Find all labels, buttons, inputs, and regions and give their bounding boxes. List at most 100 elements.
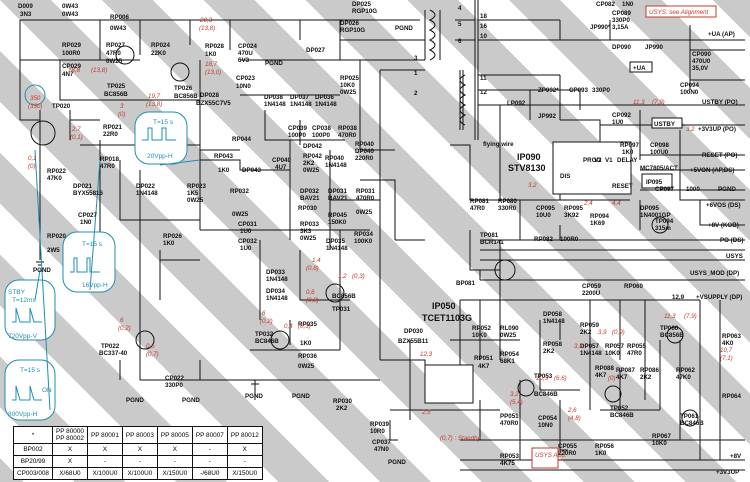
v-10-3: 10,3 [536, 375, 549, 382]
lbl-150k0: 150K0 [328, 219, 347, 226]
lbl-bc856b: BC856B [104, 91, 128, 98]
bom-cell: X [156, 443, 193, 456]
wires [19, 0, 745, 471]
lbl-4k7: 4K7 [478, 363, 490, 370]
v-6-6: (6,6) [554, 375, 567, 382]
tp020-symbol [30, 120, 56, 146]
lbl-47r0: 47R0 [106, 50, 121, 57]
bom-cell: X [86, 443, 123, 456]
v-10-7: 10,7 [720, 347, 733, 354]
lbl-rp036: RP036 [298, 353, 317, 360]
rail-usys: USYS [726, 253, 743, 260]
lbl-rp025: RP025 [340, 75, 359, 82]
bom-table: * PP 80000 PP 80002 PP 80001 PP 80003 PP… [13, 426, 263, 480]
bom-cell: CP003/008 [13, 467, 53, 480]
lbl-1n4148h: 1N4148 [266, 295, 288, 302]
lbl-cp040: CP040 [272, 157, 291, 164]
lbl-rp054: RP054 [500, 351, 519, 358]
tp061-symbol [681, 409, 699, 427]
rail-ustby: USTBY (PO) [702, 99, 738, 106]
lbl-cp037: CP037 [372, 439, 391, 446]
lbl-rp058: RP058 [543, 341, 562, 348]
lbl-pin18: 18 [480, 13, 487, 20]
v-7-9b: (7,9) [684, 313, 697, 320]
rail-po: PO (DS) [720, 237, 743, 244]
tp094-symbol [651, 216, 669, 234]
wf1-period: T=15 s [153, 119, 174, 126]
lbl-tp052: TP052 [610, 405, 629, 412]
tp052-symbol [604, 385, 622, 403]
lbl-rp055: RP055 [627, 343, 646, 350]
v-6b: 6 [120, 317, 124, 324]
lbl-jp990: JP990* 3,15A [590, 24, 629, 31]
bom-header-cell: PP 80000 PP 80002 [51, 426, 88, 444]
tp031-symbol [325, 283, 345, 303]
lbl-tp053: TP053 [534, 373, 553, 380]
lbl-1k0b: 1K0 [218, 167, 230, 174]
component-labels: D009 3N3 0W43 RP006 0W43 0W43 RP029 100R… [18, 1, 741, 467]
lbl-220r0: 220R0 [355, 155, 374, 162]
lbl-cp059: CP059 [582, 283, 601, 290]
lbl-rp063: RP063 [722, 333, 741, 340]
v-0-1a: (0,1) [70, 134, 83, 141]
lbl-0w25g: 0W25 [300, 235, 317, 242]
ip090-pin-delay: DELAY [617, 157, 638, 164]
lbl-2k2d: 2K2 [580, 329, 592, 336]
v-13-8c: (13,8) [146, 101, 162, 108]
v-0-3b: (0,3) [298, 323, 311, 330]
bom-header-cell: PP 80005 [156, 426, 193, 444]
lbl-pgnd-7: PGND [292, 393, 310, 400]
bom-cell: X [51, 443, 88, 456]
bom-cell: X/68U0 [51, 467, 88, 480]
lbl-dp040: DP040 [355, 148, 374, 155]
lbl-pgnd-4: PGND [126, 397, 144, 404]
bom-cell: X [226, 443, 263, 456]
bom-cell: X [51, 455, 88, 468]
lbl-cp029: CP029 [62, 63, 81, 70]
lbl-100k0: 100K0 [354, 238, 373, 245]
lbl-47r0d: 47R0 [470, 205, 485, 212]
lbl-1n0b: 1N0 [622, 1, 634, 8]
lbl-bp081: BP081 [456, 280, 475, 287]
lbl-tcet: TCET1103G [422, 313, 472, 323]
bom-row: CP003/008 X/68U0 X/100U0 X/100U0 X/150U0… [13, 467, 263, 480]
wf3-stby: STBY [8, 289, 26, 296]
transistors [30, 45, 699, 427]
v-2-5: 2,5 [421, 409, 431, 416]
lbl-rgp10g2: RGP10G [340, 27, 365, 34]
v-0b: (0) [28, 163, 36, 170]
v-7-9a: (7,9) [652, 99, 665, 106]
lbl-lp092: LP092 [507, 100, 526, 107]
rail-vsupply: +VSUPPLY (DP) [696, 294, 742, 301]
lbl-pgnd-8: PGND [388, 459, 406, 466]
lbl-1u0: 1U0 [240, 228, 252, 235]
lbl-rp082: RP082 [534, 236, 553, 243]
v-0-2b: (0,2) [118, 325, 131, 332]
lbl-cp032: CP032 [238, 238, 257, 245]
lbl-10k0b: 10K0 [472, 332, 487, 339]
bom-header-cell: PP 80012 [226, 426, 263, 444]
lbl-pin16: 16 [480, 23, 487, 30]
lbl-1k69: 1K69 [590, 220, 605, 227]
lbl-cp054: CP054 [538, 415, 557, 422]
lbl-rp064: RP064 [722, 393, 741, 400]
lbl-bc337: BC337-40 [99, 350, 128, 357]
rail-labels: +UA (AP) +UA USTBY (PO) USTBY +3V3UP (PO… [633, 31, 743, 476]
lbl-dp057: DP057 [580, 343, 599, 350]
lbl-pgnd-2: PGND [395, 25, 413, 32]
lbl-470r0c: 470R0 [500, 420, 519, 427]
bom-header-cell: PP 80007 [191, 426, 228, 444]
lbl-cp093: CP093 [569, 87, 588, 94]
lbl-bc846b2: BC846B [534, 391, 558, 398]
wf4-period: T=15 s [20, 367, 41, 374]
lbl-ip050: IP050 [432, 301, 456, 311]
bom-cell: X/150U0 [156, 467, 193, 480]
wf4-on: ON [42, 387, 52, 394]
lbl-pin6: 6 [458, 38, 462, 45]
v-0-4: 0,4 [284, 323, 293, 330]
lbl-10n0: 10N0 [236, 83, 251, 90]
lbl-stv: STV8130 [508, 163, 546, 173]
lbl-dp090: DP090 [612, 44, 631, 51]
lbl-tp025: TP025 [107, 83, 126, 90]
